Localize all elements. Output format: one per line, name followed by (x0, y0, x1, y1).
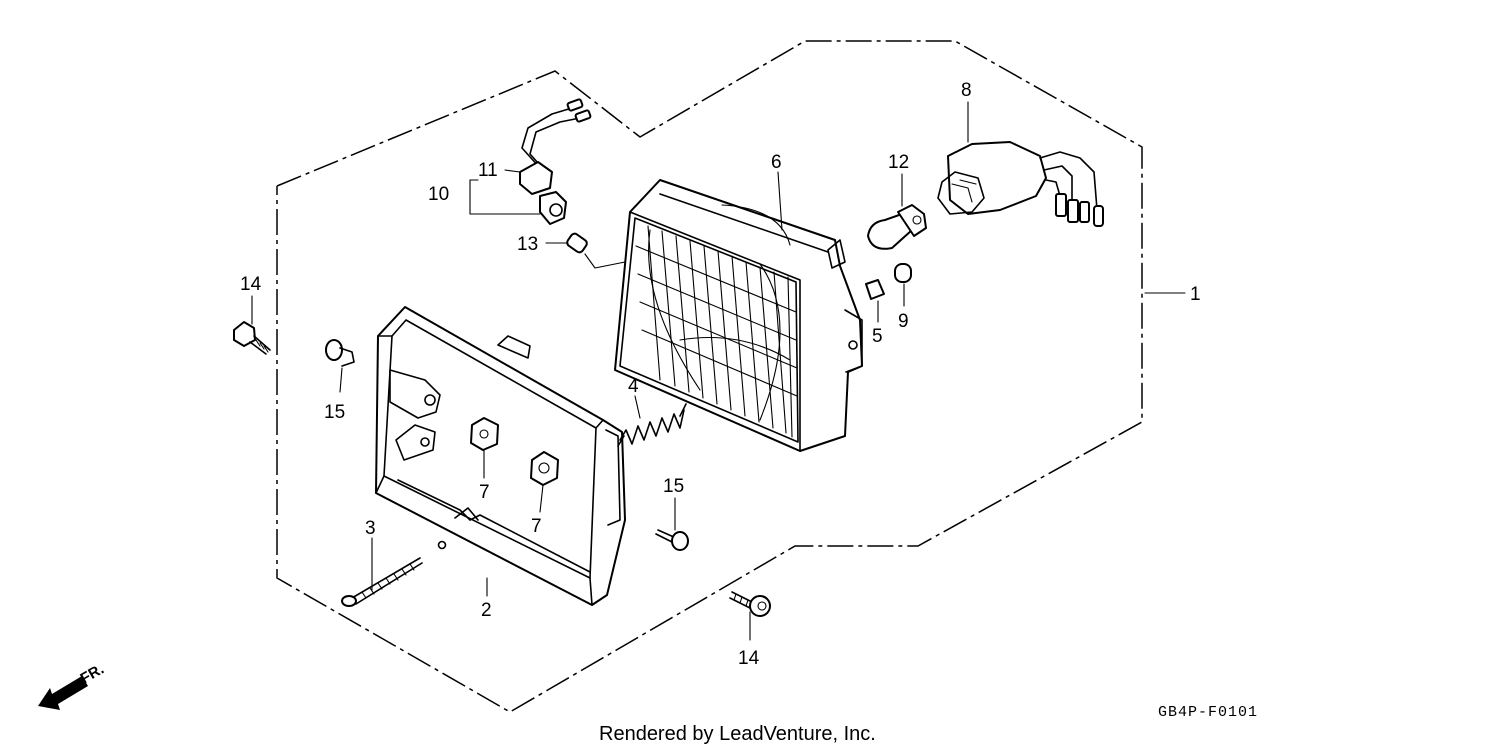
spring (617, 403, 687, 447)
bulb-socket (937, 141, 1104, 227)
screw-lower-right (655, 529, 689, 551)
callouts: 1 2 3 4 5 6 7 7 8 9 10 11 12 13 14 14 15… (240, 80, 1201, 669)
leader-lines (251, 101, 1186, 641)
diagram-code: GB4P-F0101 (1158, 704, 1258, 721)
screw-upper-left (325, 339, 355, 367)
callout-1: 1 (1190, 284, 1201, 305)
pin-clip (566, 232, 626, 269)
callout-2: 2 (481, 600, 492, 621)
callout-14-bottom: 14 (738, 648, 760, 669)
cushion (894, 263, 912, 283)
callout-9: 9 (898, 311, 909, 332)
clip-nut-lower (530, 451, 559, 486)
bulb (867, 204, 927, 250)
callout-15-right: 15 (663, 476, 684, 497)
sub-harness (519, 98, 592, 225)
callout-4: 4 (628, 376, 639, 397)
callout-14-left: 14 (240, 274, 262, 295)
bolt-bottom (729, 591, 771, 617)
headlight-unit (614, 179, 863, 452)
callout-10: 10 (428, 184, 449, 205)
render-credit: Rendered by LeadVenture, Inc. (599, 723, 876, 745)
callout-6: 6 (771, 152, 782, 173)
clip-nut-upper (470, 417, 499, 451)
front-arrow-icon (38, 676, 88, 710)
assembly-boundary (276, 40, 1143, 713)
square-nut (865, 279, 885, 300)
callout-13: 13 (517, 234, 538, 255)
bolt-left (233, 321, 271, 355)
callout-7-upper: 7 (479, 482, 490, 503)
callout-15-left: 15 (324, 402, 345, 423)
front-direction-indicator: FR. (38, 661, 107, 710)
callout-3: 3 (365, 518, 376, 539)
callout-5: 5 (872, 326, 883, 347)
callout-11: 11 (478, 160, 498, 181)
headlight-case (375, 306, 626, 606)
callout-12: 12 (888, 152, 909, 173)
callout-8: 8 (961, 80, 972, 101)
callout-7-lower: 7 (531, 516, 542, 537)
adjusting-screw (341, 557, 423, 607)
